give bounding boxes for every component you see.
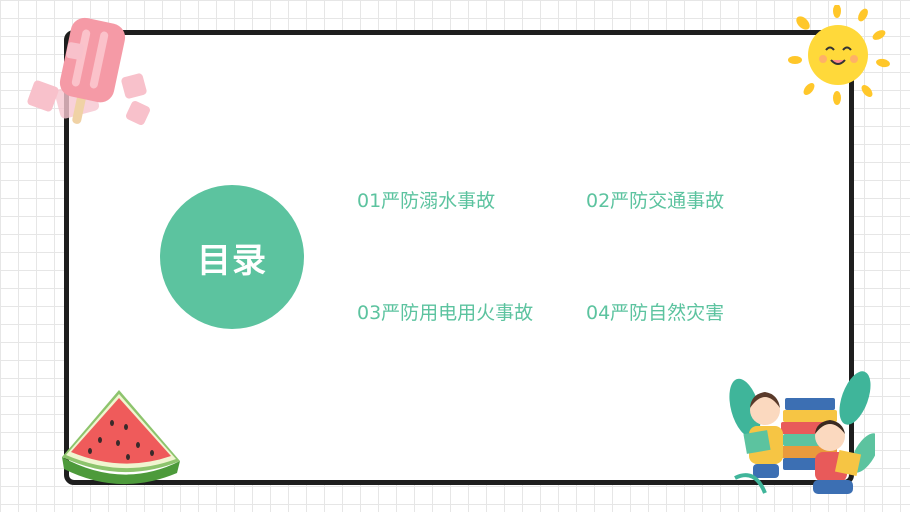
popsicle-icon xyxy=(27,17,150,125)
toc-item-3[interactable]: 03严防用电用火事故 xyxy=(357,302,534,324)
reading-kids-illustration xyxy=(729,371,875,494)
watermelon-icon xyxy=(62,390,180,485)
toc-item-1[interactable]: 01严防溺水事故 xyxy=(357,190,496,212)
toc-title-circle: 目录 xyxy=(160,185,304,329)
toc-item-4[interactable]: 04严防自然灾害 xyxy=(586,302,725,324)
sun-icon xyxy=(788,5,890,105)
page-title: 目录 xyxy=(197,240,267,281)
toc-item-2[interactable]: 02严防交通事故 xyxy=(586,190,725,212)
